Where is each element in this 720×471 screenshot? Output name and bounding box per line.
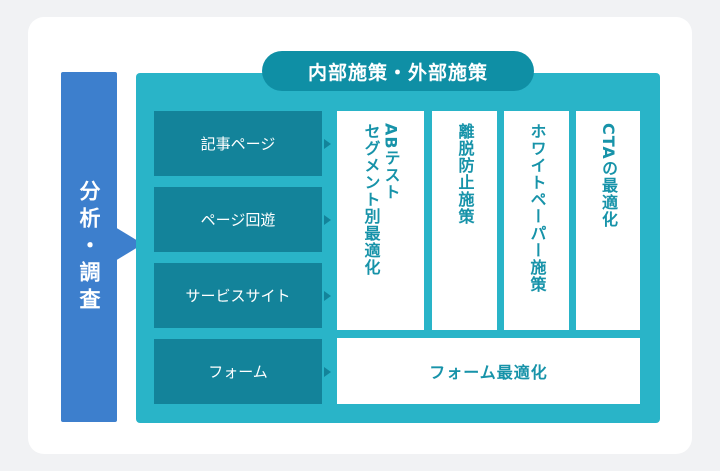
measure-line: ABテスト (381, 123, 401, 201)
row-label: ページ回遊 (200, 211, 276, 229)
measure-line: 離脱防止施策 (455, 123, 475, 225)
row-label: フォーム (208, 363, 268, 381)
chevron-right-icon (324, 366, 331, 377)
measure-cta: CTAの最適化 (576, 111, 640, 330)
measure-segment-ab: セグメント別最適化 ABテスト (337, 111, 424, 330)
measure-line: ホワイトペーパー施策 (527, 123, 547, 293)
analysis-label: 分析・調査 (77, 179, 101, 315)
chevron-right-icon (324, 290, 331, 301)
measure-exit-prevention: 離脱防止施策 (432, 111, 497, 330)
row-service-site: サービスサイト (154, 263, 331, 328)
measures-title: 内部施策・外部施策 (262, 51, 534, 91)
measure-whitepaper: ホワイトペーパー施策 (504, 111, 569, 330)
row-page-navigation: ページ回遊 (154, 187, 331, 252)
row-form: フォーム (154, 339, 331, 404)
measure-form-optimization: フォーム最適化 (337, 338, 640, 404)
measure-line: セグメント別最適化 (361, 123, 381, 276)
row-label: サービスサイト (185, 287, 291, 305)
analysis-block: 分析・調査 (61, 72, 117, 422)
row-article-page: 記事ページ (154, 111, 331, 176)
measure-line: CTAの最適化 (599, 123, 618, 228)
chevron-right-icon (324, 138, 331, 149)
row-label: 記事ページ (200, 135, 276, 153)
chevron-right-icon (324, 214, 331, 225)
